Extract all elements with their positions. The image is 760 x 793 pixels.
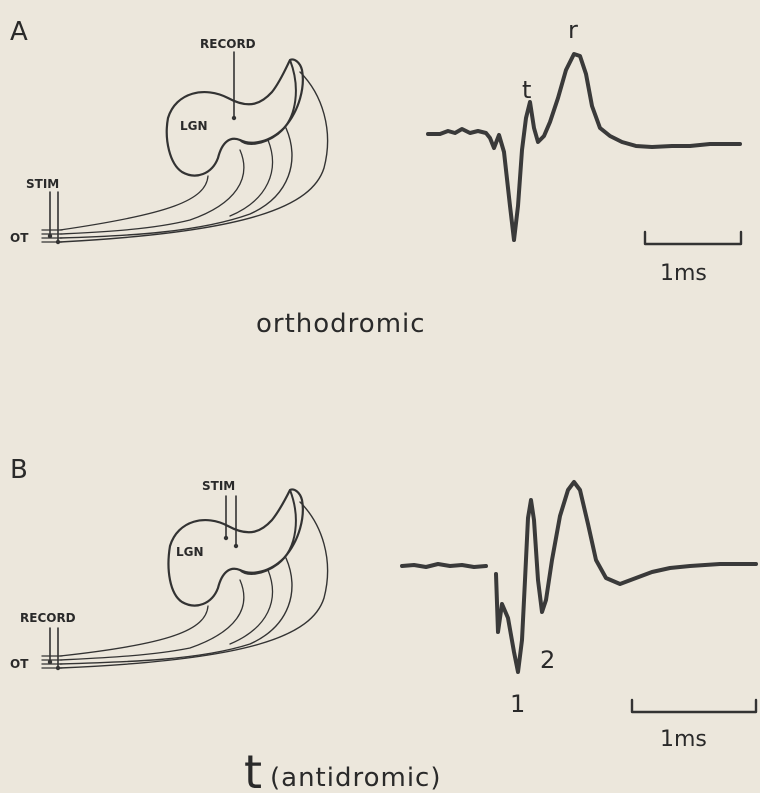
panel-a-record-tip [232,116,236,120]
panel-a-stim-label: STIM [26,177,59,191]
panel-b-scale-label: 1ms [660,727,707,752]
panel-a-letter: A [10,17,28,47]
panel-a-record-label: RECORD [200,37,256,51]
panel-a-scale-bar [645,232,741,244]
panel-b-waveform [402,482,756,672]
panel-a-tract-outer [60,72,328,242]
panel-a-stim-tip-1 [48,234,52,238]
panel-b: B STIM RECORD LGN OT 1 2 1ms t [10,455,756,793]
panel-a-caption: orthodromic [256,309,426,339]
panel-b-peak-2: 2 [540,646,555,674]
panel-b-stim-label: STIM [202,479,235,493]
panel-a-waveform [428,54,740,240]
panel-b-stim-tip-1 [224,536,228,540]
panel-b-record-label: RECORD [20,611,76,625]
panel-b-caption-t: t [244,745,262,793]
panel-b-lgn-label: LGN [176,545,204,559]
panel-b-caption: (antidromic) [270,763,442,793]
panel-a-stim-tip-2 [56,240,60,244]
panel-a-peak-t: t [522,76,531,104]
panel-b-tract-outer [60,502,328,668]
panel-b-record-tip-1 [48,660,52,664]
panel-b-peak-1: 1 [510,690,525,718]
panel-b-ot-label: OT [10,657,29,671]
panel-b-stim-tip-2 [234,544,238,548]
panel-a: A RECORD STIM LGN OT t r 1ms [10,16,741,339]
panel-a-ot-label: OT [10,231,29,245]
panel-a-scale-label: 1ms [660,261,707,286]
panel-b-record-tip-2 [56,666,60,670]
panel-a-tract-mid [60,128,292,238]
panel-b-letter: B [10,455,28,485]
panel-a-fiber-1 [60,176,208,230]
panel-b-fiber-3 [230,570,272,644]
panel-a-peak-r: r [568,16,578,44]
panel-a-lgn-label: LGN [180,119,208,133]
panel-b-scale-bar [632,700,756,712]
